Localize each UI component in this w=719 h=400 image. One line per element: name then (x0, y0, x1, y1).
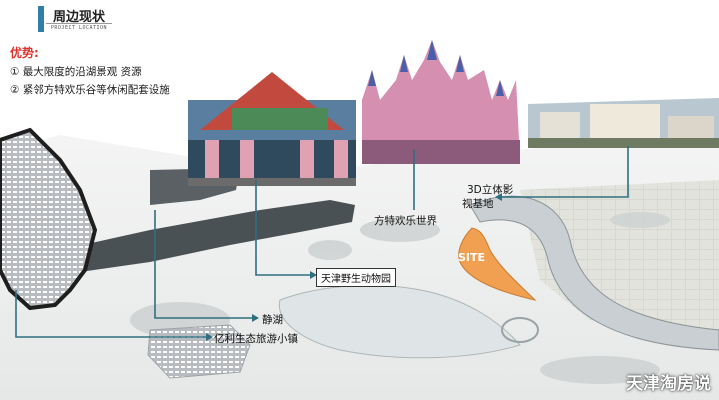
advantage-item-1: ① 最大限度的沿湖景观 资源 (10, 66, 142, 78)
zoo-label: 天津野生动物园 (316, 268, 396, 287)
section-title: 周边现状 PROJECT LOCATION (38, 6, 114, 34)
film-base-label: 3D立体影 (467, 184, 514, 196)
film-base-label-2: 视基地 (462, 198, 494, 210)
castle-photo (362, 40, 520, 164)
river (60, 200, 355, 272)
site-shape (458, 227, 537, 301)
town-cluster (0, 127, 98, 311)
zoo-photo (188, 72, 356, 186)
watermark: 天津淘房说 (626, 374, 711, 394)
page-title: 周边现状 (52, 10, 105, 25)
title-accent-bar (38, 6, 44, 32)
advantage-item-2: ② 紧邻方特欢乐谷等休闲配套设施 (10, 84, 170, 96)
building-photo (528, 98, 719, 148)
page-subtitle: PROJECT LOCATION (46, 23, 112, 31)
site-label: SITE (458, 251, 486, 264)
fantawild-label: 方特欢乐世界 (374, 215, 437, 227)
advantages-heading: 优势: (10, 46, 39, 60)
lake-label: 静湖 (262, 314, 283, 326)
town-label: 亿利生态旅游小镇 (214, 333, 298, 345)
